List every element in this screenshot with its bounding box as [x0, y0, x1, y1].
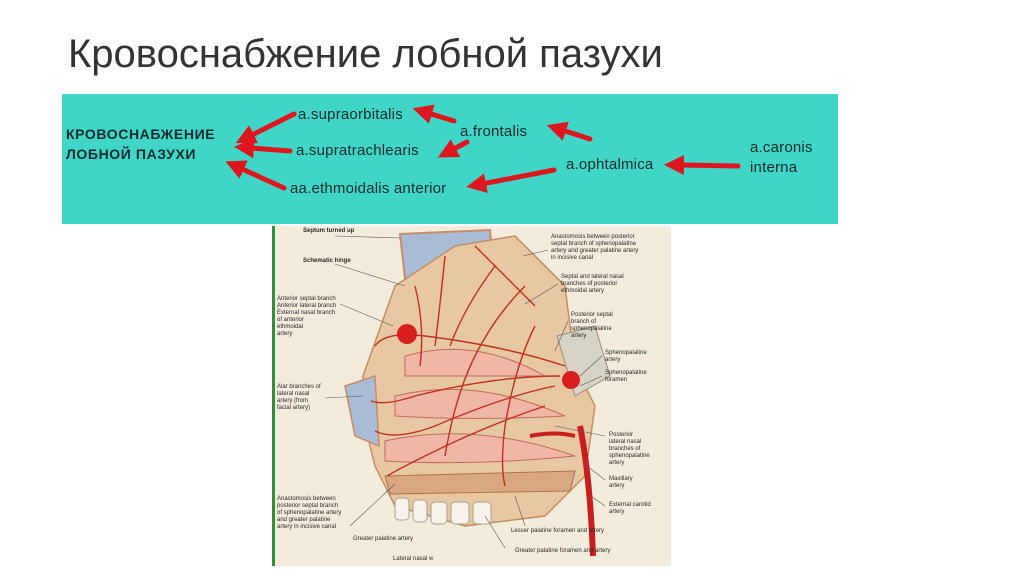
- label-posterior-septal: Posterior septal branch of sphenopalatin…: [571, 312, 613, 340]
- arrow-supraorbitalis-to-heading: [250, 114, 294, 136]
- label-sphenopalatine-artery: Sphenopalatine artery: [605, 350, 647, 364]
- label-supraorbitalis: a.supraorbitalis: [298, 106, 403, 123]
- label-greater-palatine-foramen: Greater palatine foramen and artery: [515, 548, 610, 555]
- slide-title: Кровоснабжение лобной пазухи: [68, 32, 663, 77]
- scheme-heading: КРОВОСНАБЖЕНИЕ ЛОБНОЙ ПАЗУХИ: [66, 124, 215, 164]
- label-maxillary-artery: Maxillary artery: [609, 476, 633, 490]
- arrow-supratrachlearis-to-heading: [250, 148, 290, 151]
- arrow-frontalis-to-supratrachlearis: [452, 142, 467, 150]
- arrow-ethmoidalis-to-heading: [240, 168, 284, 188]
- label-carotis-line1: a.caronis: [750, 138, 813, 158]
- label-schematic-hinge: Schematic hinge: [303, 258, 351, 265]
- label-ophtalmica: a.ophtalmica: [566, 156, 653, 173]
- label-anastomosis-top: Anastomosis between posterior septal bra…: [551, 234, 638, 262]
- scheme-heading-line1: КРОВОСНАБЖЕНИЕ: [66, 124, 215, 144]
- arrow-carotis-to-ophtalmica: [680, 165, 738, 166]
- label-supratrachlearis: a.supratrachlearis: [296, 142, 419, 159]
- arrow-ophtalmica-to-frontalis: [562, 130, 590, 139]
- label-lesser-palatine: Lesser palatine foramen and artery: [511, 528, 604, 535]
- label-septum-turned-up: Septum turned up: [303, 228, 354, 235]
- label-greater-palatine: Greater palatine artery: [353, 536, 413, 543]
- arrow-frontalis-to-supraorbitalis: [428, 113, 454, 121]
- label-anterior-septal: Anterior septal branch Anterior lateral …: [277, 296, 336, 338]
- sphenopalatine-blob: [562, 371, 580, 389]
- frontal-sinus-blob: [397, 324, 417, 344]
- label-carotis-interna: a.caronis interna: [750, 138, 813, 178]
- label-ethmoidalis-anterior: aa.ethmoidalis anterior: [290, 180, 446, 197]
- nasal-arteries-illustration: Septum turned up Schematic hinge Anterio…: [272, 226, 671, 566]
- label-lateral-nasal: Lateral nasal w: [393, 556, 433, 563]
- nose-vestibule: [345, 376, 379, 446]
- blood-supply-scheme: КРОВОСНАБЖЕНИЕ ЛОБНОЙ ПАЗУХИ a.supraorbi…: [62, 94, 838, 224]
- arrow-ophtalmica-to-ethmoidalis: [482, 170, 554, 184]
- label-sphenopalatine-foramen: Sphenopalatine foramen: [605, 370, 647, 384]
- label-septal-lateral: Septal and lateral nasal branches of pos…: [561, 274, 624, 295]
- label-posterior-lateral: Posterior lateral nasal branches of sphe…: [609, 432, 650, 467]
- scheme-heading-line2: ЛОБНОЙ ПАЗУХИ: [66, 144, 215, 164]
- label-frontalis: a.frontalis: [460, 123, 527, 140]
- label-alar-branches: Alar branches of lateral nasal artery (f…: [277, 384, 321, 412]
- label-carotis-line2: interna: [750, 158, 813, 178]
- teeth: [395, 498, 491, 524]
- label-anastomosis-bottom: Anastomosis between posterior septal bra…: [277, 496, 341, 531]
- label-external-carotid: External carotid artery: [609, 502, 651, 516]
